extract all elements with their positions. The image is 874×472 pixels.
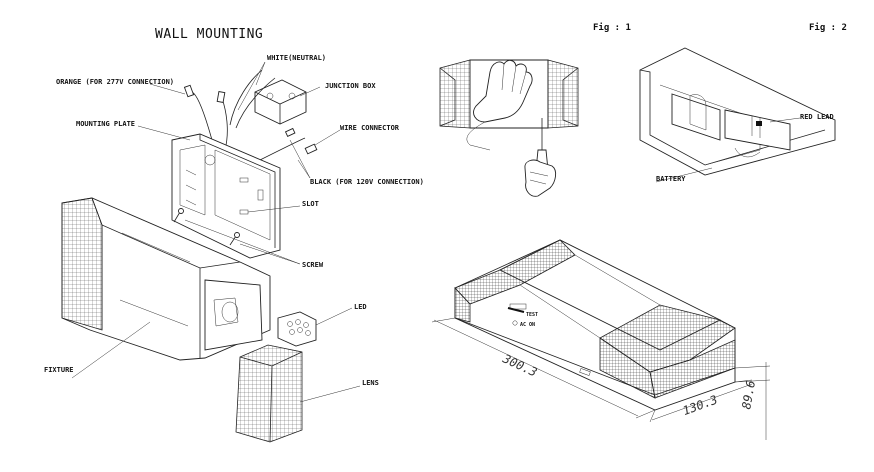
label-orange: ORANGE (FOR 277V CONNECTION) xyxy=(56,78,174,86)
label-white: WHITE(NEUTRAL) xyxy=(267,54,326,62)
dim-length: 300.3 xyxy=(500,351,540,379)
label-slot: SLOT xyxy=(302,200,319,208)
label-mounting-plate: MOUNTING PLATE xyxy=(76,120,135,128)
label-fixture: FIXTURE xyxy=(44,366,74,374)
assembled-unit: TEST AC ON 300.3 130.3 89.6 xyxy=(431,239,771,440)
fig1-label: Fig : 1 xyxy=(593,22,631,33)
exploded-view: ORANGE (FOR 277V CONNECTION) WHITE(NEUTR… xyxy=(44,54,424,443)
screws xyxy=(173,208,240,246)
fixture-drawing xyxy=(61,197,271,361)
label-screw: SCREW xyxy=(302,261,324,269)
ac-on-label: AC ON xyxy=(520,322,535,328)
junction-box-drawing xyxy=(254,79,307,125)
ac-on-indicator xyxy=(512,320,518,326)
label-battery: BATTERY xyxy=(656,175,686,183)
fig2-label: Fig : 2 xyxy=(809,22,847,33)
label-lens: LENS xyxy=(362,379,379,387)
leader-lines xyxy=(71,61,361,403)
label-red-lead: RED LEAD xyxy=(800,113,834,121)
fig2-drawing: RED LEAD BATTERY xyxy=(639,47,836,183)
led-drawing xyxy=(277,311,317,347)
label-wire-connector: WIRE CONNECTOR xyxy=(340,124,400,132)
label-junction-box: JUNCTION BOX xyxy=(325,82,376,90)
dim-height: 89.6 xyxy=(739,379,758,410)
dimension-lines xyxy=(431,317,771,440)
test-button-label: TEST xyxy=(526,312,538,318)
page-title: WALL MOUNTING xyxy=(155,27,263,42)
label-black: BLACK (FOR 120V CONNECTION) xyxy=(310,178,424,186)
label-led: LED xyxy=(354,303,367,311)
black-wire xyxy=(259,137,306,161)
lens-drawing xyxy=(235,344,303,443)
orange-wire xyxy=(191,91,213,141)
fig1-drawing xyxy=(439,59,579,197)
